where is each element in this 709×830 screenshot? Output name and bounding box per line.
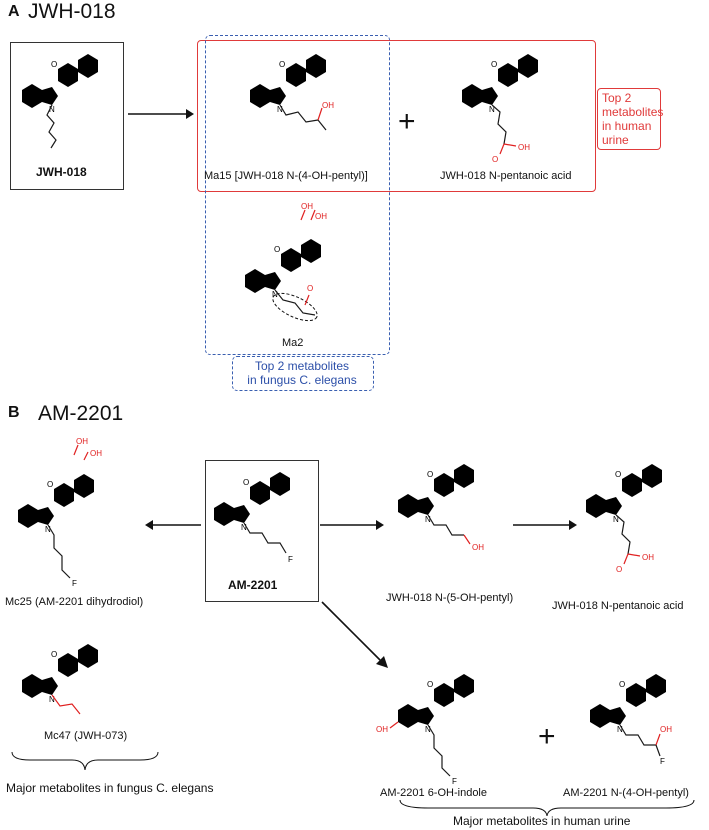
panel-a-letter: A bbox=[8, 3, 20, 20]
am2201-6oh-indole-label: AM-2201 6-OH-indole bbox=[380, 787, 487, 799]
fungus-caption: Major metabolites in fungus C. elegans bbox=[6, 781, 214, 795]
n-atom-label: N bbox=[613, 515, 619, 524]
jwh018-structure: N O bbox=[22, 54, 98, 149]
am2201-structure: N O F bbox=[214, 472, 293, 564]
fungus-brace bbox=[11, 751, 159, 771]
am2201-4oh-structure: N O OH F bbox=[590, 674, 672, 766]
am2201-parent-label: AM-2201 bbox=[228, 578, 278, 592]
human-caption: Major metabolites in human urine bbox=[453, 814, 631, 828]
reaction-arrow-to-5oh bbox=[320, 520, 384, 530]
n-atom-label: N bbox=[49, 105, 55, 114]
oh-label: OH bbox=[322, 101, 334, 110]
o-atom-label: O bbox=[619, 680, 625, 689]
o-atom-label: O bbox=[47, 480, 53, 489]
ma2-label: Ma2 bbox=[282, 337, 304, 349]
jwh018-parent-label: JWH-018 bbox=[36, 165, 87, 179]
o-atom-label: O bbox=[307, 284, 313, 293]
oh-label: OH bbox=[315, 212, 327, 221]
n-atom-label: N bbox=[489, 105, 495, 114]
oh-label: OH bbox=[76, 437, 88, 446]
mc25-label: Mc25 (AM-2201 dihydrodiol) bbox=[5, 596, 144, 608]
mc25-structure: N O F OH OH bbox=[18, 437, 102, 588]
human-note-box bbox=[597, 88, 661, 150]
plus-sign-b: + bbox=[538, 720, 556, 753]
o-atom-label: O bbox=[427, 680, 433, 689]
human-note: Top 2 metabolites in human urine bbox=[602, 91, 663, 147]
o-atom-label: O bbox=[279, 60, 285, 69]
plus-sign-a: + bbox=[398, 105, 416, 138]
oh-label: OH bbox=[660, 725, 672, 734]
jwh018-pentanoic-acid-structure: N O O OH bbox=[462, 54, 538, 164]
human-note-line: urine bbox=[602, 133, 629, 147]
human-note-line: in human bbox=[602, 119, 652, 133]
n-atom-label: N bbox=[425, 725, 431, 734]
n-atom-label: N bbox=[49, 695, 55, 704]
pentanoic-acid-b-label: JWH-018 N-pentanoic acid bbox=[552, 600, 684, 612]
o-atom-label: O bbox=[243, 478, 249, 487]
human-metabolites-box bbox=[197, 40, 596, 192]
ma2-structure: N O O OH OH bbox=[245, 202, 327, 322]
reaction-arrow-a bbox=[128, 109, 194, 119]
jwh018-5oh-label: JWH-018 N-(5-OH-pentyl) bbox=[386, 592, 514, 604]
mc47-structure: N O bbox=[22, 644, 98, 715]
panel-b-letter: B bbox=[8, 404, 20, 421]
ma15-label: Ma15 [JWH-018 N-(4-OH-pentyl)] bbox=[204, 170, 368, 182]
oh-label: OH bbox=[376, 725, 388, 734]
human-note-line: Top 2 bbox=[602, 91, 632, 105]
oh-label: OH bbox=[518, 143, 530, 152]
fungus-metabolites-box bbox=[205, 35, 390, 355]
human-note-line: metabolites bbox=[602, 105, 664, 119]
reaction-arrow-to-pentanoic bbox=[513, 520, 577, 530]
oh-label: OH bbox=[642, 553, 654, 562]
human-brace bbox=[399, 799, 695, 817]
o-atom-label: O bbox=[51, 60, 57, 69]
jwh018-5oh-structure: N O OH bbox=[398, 464, 484, 552]
n-atom-label: N bbox=[45, 525, 51, 534]
reaction-arrow-to-mc25 bbox=[145, 520, 201, 530]
o-atom-label: O bbox=[492, 155, 498, 164]
am2201-parent-box bbox=[205, 460, 319, 602]
f-atom-label: F bbox=[72, 579, 77, 588]
pentanoic-acid-a-label: JWH-018 N-pentanoic acid bbox=[440, 170, 572, 182]
o-atom-label: O bbox=[615, 470, 621, 479]
n-atom-label: N bbox=[277, 105, 283, 114]
panel-a-title: JWH-018 bbox=[28, 0, 116, 23]
o-atom-label: O bbox=[427, 470, 433, 479]
n-atom-label: N bbox=[241, 523, 247, 532]
ma15-structure: N O OH bbox=[250, 54, 334, 131]
f-atom-label: F bbox=[452, 777, 457, 786]
o-atom-label: O bbox=[616, 565, 622, 574]
oh-label: OH bbox=[90, 449, 102, 458]
am2201-6oh-indole-structure: N O OH F bbox=[376, 674, 474, 786]
fungus-note-line: Top 2 metabolites bbox=[254, 359, 350, 373]
am2201-4oh-label: AM-2201 N-(4-OH-pentyl) bbox=[563, 787, 689, 799]
o-atom-label: O bbox=[491, 60, 497, 69]
panel-b-title: AM-2201 bbox=[38, 402, 124, 425]
fungus-note: Top 2 metabolites in fungus C. elegans bbox=[232, 359, 372, 387]
n-atom-label: N bbox=[272, 290, 278, 299]
fungus-note-line: in fungus C. elegans bbox=[247, 373, 357, 387]
jwh018-parent-box bbox=[10, 42, 124, 190]
reaction-arrow-diagonal bbox=[321, 601, 388, 668]
o-atom-label: O bbox=[51, 650, 57, 659]
f-atom-label: F bbox=[660, 757, 665, 766]
oh-label: OH bbox=[472, 543, 484, 552]
n-atom-label: N bbox=[617, 725, 623, 734]
n-atom-label: N bbox=[425, 515, 431, 524]
mc47-label: Mc47 (JWH-073) bbox=[44, 730, 128, 742]
f-atom-label: F bbox=[288, 555, 293, 564]
fungus-note-box bbox=[232, 356, 374, 391]
o-atom-label: O bbox=[274, 245, 280, 254]
oh-label: OH bbox=[301, 202, 313, 211]
jwh018-pentanoic-acid-b-structure: N O O OH bbox=[586, 464, 662, 574]
